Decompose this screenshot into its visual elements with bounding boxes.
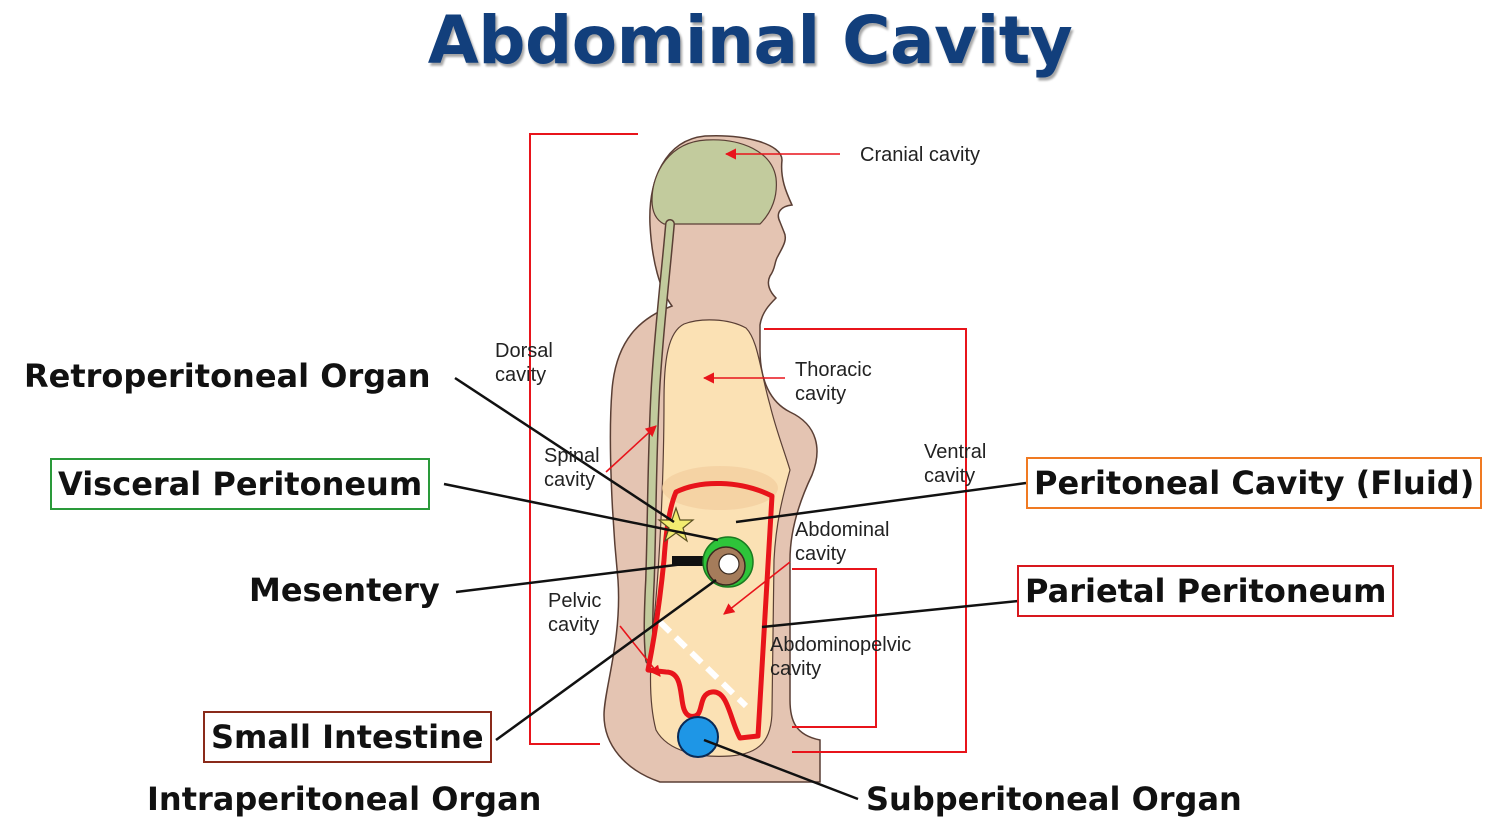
- page-title: Abdominal Cavity: [427, 2, 1073, 79]
- spinal-cavity-label: Spinal cavity: [544, 444, 600, 492]
- abdominal-label-line2: cavity: [795, 543, 847, 565]
- peritoneal-cavity-leader: [735, 481, 1027, 524]
- spinal-label-line2: cavity: [544, 469, 596, 491]
- retroperitoneal-leader: [454, 376, 675, 524]
- ventral-label-line2: cavity: [924, 465, 976, 487]
- thoracic-label-line1: Thoracic: [795, 359, 872, 381]
- abdominal-arrow: [723, 561, 791, 615]
- pelvic-label-line2: cavity: [548, 614, 600, 636]
- abdominopelvic-cavity-label: Abdominopelvic cavity: [770, 633, 911, 681]
- subperitoneal-organ-shape: [677, 716, 719, 758]
- mesentery-label: Mesentery: [249, 571, 440, 609]
- peritoneal-cavity-fluid-label: Peritoneal Cavity (Fluid): [1026, 457, 1483, 509]
- diaphragm: [662, 466, 778, 510]
- dorsal-bracket: [529, 133, 638, 745]
- thoracic-label-line2: cavity: [795, 383, 847, 405]
- small-intestine-label: Small Intestine: [203, 711, 492, 763]
- cranial-cavity-label: Cranial cavity: [860, 144, 981, 166]
- pelvic-cavity-label: Pelvic cavity: [548, 589, 601, 637]
- pelvic-arrow: [619, 625, 661, 677]
- visceral-peritoneum-label: Visceral Peritoneum: [50, 458, 431, 510]
- retroperitoneal-organ-star: [657, 506, 695, 543]
- ventral-bracket: [764, 328, 967, 753]
- parietal-peritoneum-line: [645, 480, 775, 741]
- visceral-peritoneum-leader: [443, 482, 719, 542]
- abdominopelvic-label-line1: Abdominopelvic: [770, 634, 912, 656]
- mesentery-shape: [672, 556, 716, 566]
- intestine-lumen: [718, 553, 740, 575]
- pelvic-divider: [657, 619, 749, 709]
- parietal-peritoneum-label: Parietal Peritoneum: [1017, 565, 1395, 617]
- pelvic-label-line1: Pelvic: [548, 590, 602, 612]
- spinal-arrow: [605, 425, 657, 473]
- dorsal-label-line1: Dorsal: [495, 340, 553, 362]
- abdominal-label-line1: Abdominal: [795, 519, 890, 541]
- ventral-cavity-label: Ventral cavity: [924, 440, 986, 488]
- abdominopelvic-label-line2: cavity: [770, 658, 822, 680]
- abdominal-cavity-label: Abdominal cavity: [795, 518, 890, 566]
- dorsal-cavity-label: Dorsal cavity: [495, 339, 553, 387]
- parietal-peritoneum-leader: [761, 599, 1019, 629]
- thoracic-cavity-label: Thoracic cavity: [795, 358, 872, 406]
- mesentery-leader: [455, 560, 701, 594]
- dorsal-label-line2: cavity: [495, 364, 547, 386]
- ventral-label-line1: Ventral: [924, 441, 987, 463]
- subperitoneal-organ-label: Subperitoneal Organ: [866, 780, 1242, 818]
- intraperitoneal-organ-label: Intraperitoneal Organ: [147, 780, 542, 818]
- abdominopelvic-bracket: [792, 568, 877, 728]
- cranial-cavity-region: [651, 139, 777, 225]
- small-intestine-leader: [495, 578, 717, 742]
- spinal-label-line1: Spinal: [544, 445, 600, 467]
- subperitoneal-leader: [703, 738, 859, 801]
- spinal-cavity-region: [645, 220, 674, 664]
- retroperitoneal-organ-label: Retroperitoneal Organ: [24, 357, 431, 395]
